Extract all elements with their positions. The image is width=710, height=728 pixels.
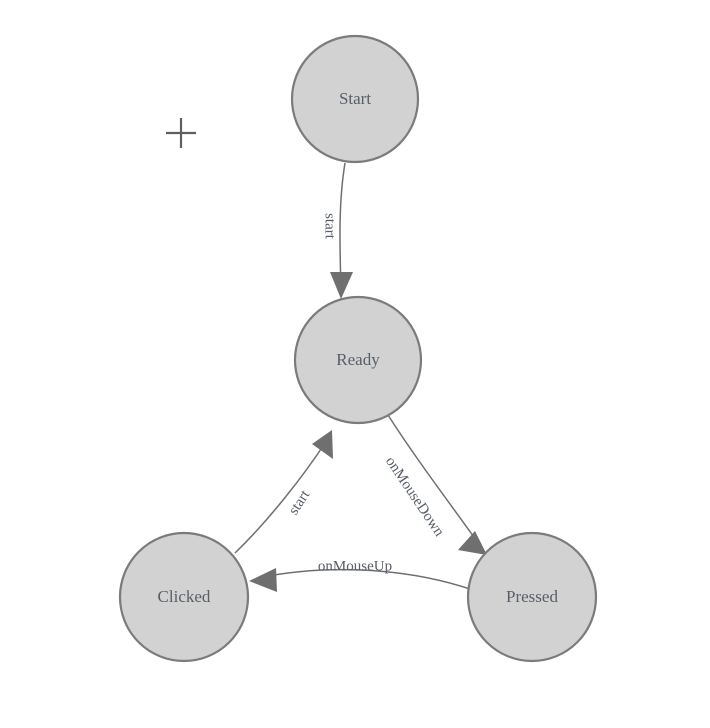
state-label: Ready [336, 350, 380, 369]
state-circle[interactable] [118, 531, 250, 663]
state-node-start[interactable]: Start [290, 34, 420, 164]
state-label: Clicked [158, 587, 211, 606]
state-label: Start [339, 89, 371, 108]
edge-start-to-ready: start [322, 162, 353, 299]
edge-label: onMouseDown [382, 454, 447, 540]
arrowhead-icon [312, 430, 333, 459]
edge-line [387, 414, 482, 548]
state-label: Pressed [506, 587, 558, 606]
state-node-clicked[interactable]: Clicked [118, 531, 250, 663]
edge-label: start [322, 213, 338, 240]
crosshair-marker [166, 118, 196, 148]
state-node-pressed[interactable]: Pressed [466, 531, 598, 663]
edge-line [234, 439, 328, 554]
arrowhead-icon [249, 568, 277, 592]
edge-line [339, 162, 346, 292]
edge-label: onMouseUp [318, 558, 392, 574]
edge-pressed-to-clicked: onMouseUp [249, 558, 471, 592]
edge-ready-to-pressed: onMouseDown [382, 414, 487, 555]
state-circle[interactable] [466, 531, 598, 663]
state-circle[interactable] [293, 295, 423, 425]
state-node-ready[interactable]: Ready [293, 295, 423, 425]
edge-line [257, 568, 471, 590]
state-circle[interactable] [290, 34, 420, 164]
arrowhead-icon [458, 531, 487, 555]
edge-clicked-to-ready: start [234, 430, 333, 554]
arrowhead-icon [330, 272, 353, 299]
